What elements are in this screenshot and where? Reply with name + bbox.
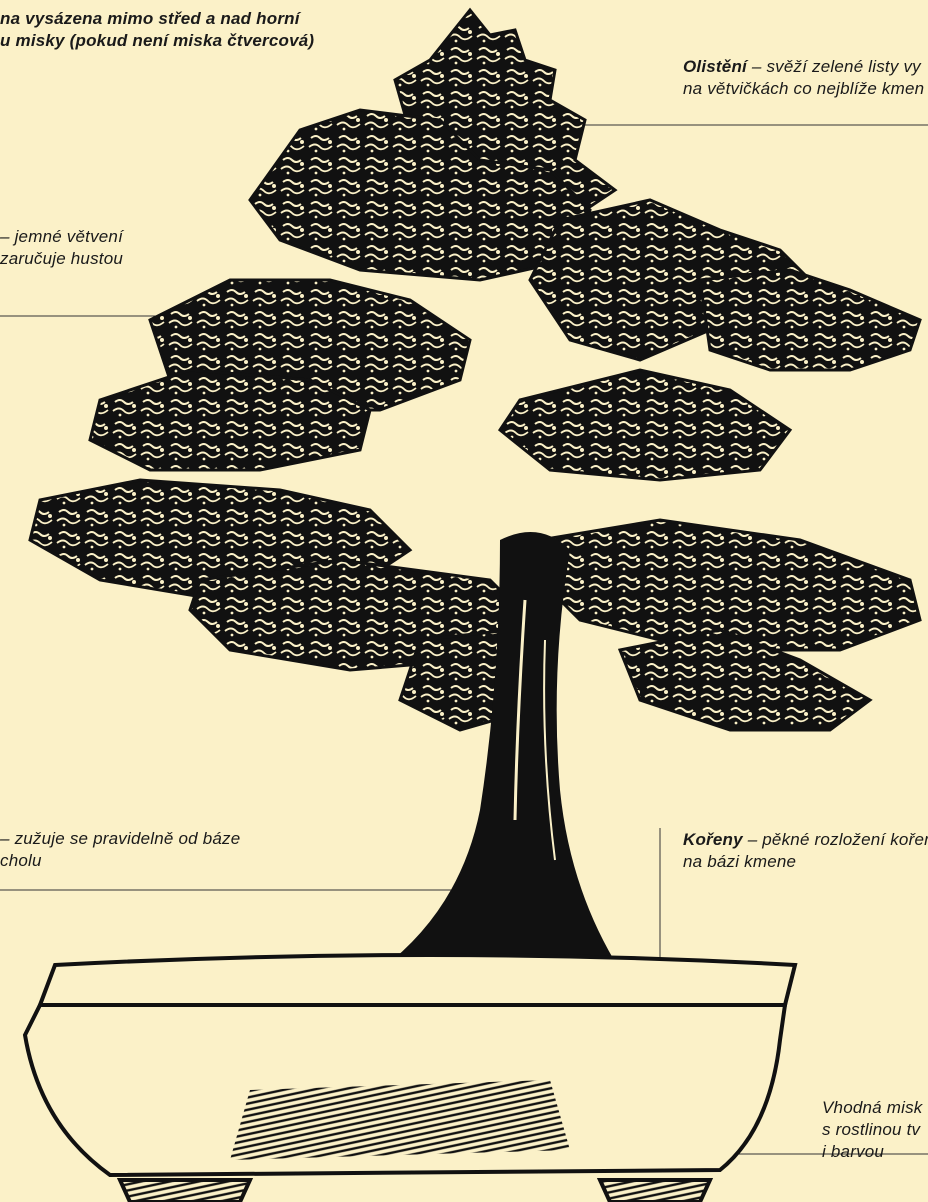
foliage-title: Olistění bbox=[683, 57, 747, 76]
foliage-label-line1: – svěží zelené listy vy bbox=[747, 57, 921, 76]
pot-shading bbox=[230, 1080, 570, 1160]
branches-label-line2: zaručuje hustou bbox=[0, 248, 123, 270]
apex-label-line2: u misky (pokud není miska čtvercová) bbox=[0, 30, 314, 52]
apex-label-line1: na vysázena mimo střed a nad horní bbox=[0, 8, 314, 30]
foliage bbox=[30, 10, 920, 730]
branches-label: – jemné větvení zaručuje hustou bbox=[0, 226, 123, 270]
foliage-label-line2: na větvičkách co nejblíže kmen bbox=[683, 78, 924, 100]
roots-title: Kořeny bbox=[683, 830, 743, 849]
roots-label: Kořeny – pěkné rozložení kořen na bázi k… bbox=[683, 829, 928, 873]
trunk-label-line2: cholu bbox=[0, 850, 240, 872]
trunk-label: – zužuje se pravidelně od báze cholu bbox=[0, 828, 240, 872]
roots-label-line2: na bázi kmene bbox=[683, 851, 928, 873]
pot-shape bbox=[25, 955, 795, 1202]
roots-label-line1: – pěkné rozložení kořen bbox=[743, 830, 928, 849]
trunk-label-line1: – zužuje se pravidelně od báze bbox=[0, 828, 240, 850]
pot-label-line3: i barvou bbox=[822, 1141, 922, 1163]
pot-label-line2: s rostlinou tv bbox=[822, 1119, 922, 1141]
pot-label-line1: Vhodná misk bbox=[822, 1097, 922, 1119]
pot-label: Vhodná misk s rostlinou tv i barvou bbox=[822, 1097, 922, 1163]
apex-label: na vysázena mimo střed a nad horní u mis… bbox=[0, 8, 314, 52]
branches-label-line1: – jemné větvení bbox=[0, 226, 123, 248]
foliage-label: Olistění – svěží zelené listy vy na větv… bbox=[683, 56, 924, 100]
